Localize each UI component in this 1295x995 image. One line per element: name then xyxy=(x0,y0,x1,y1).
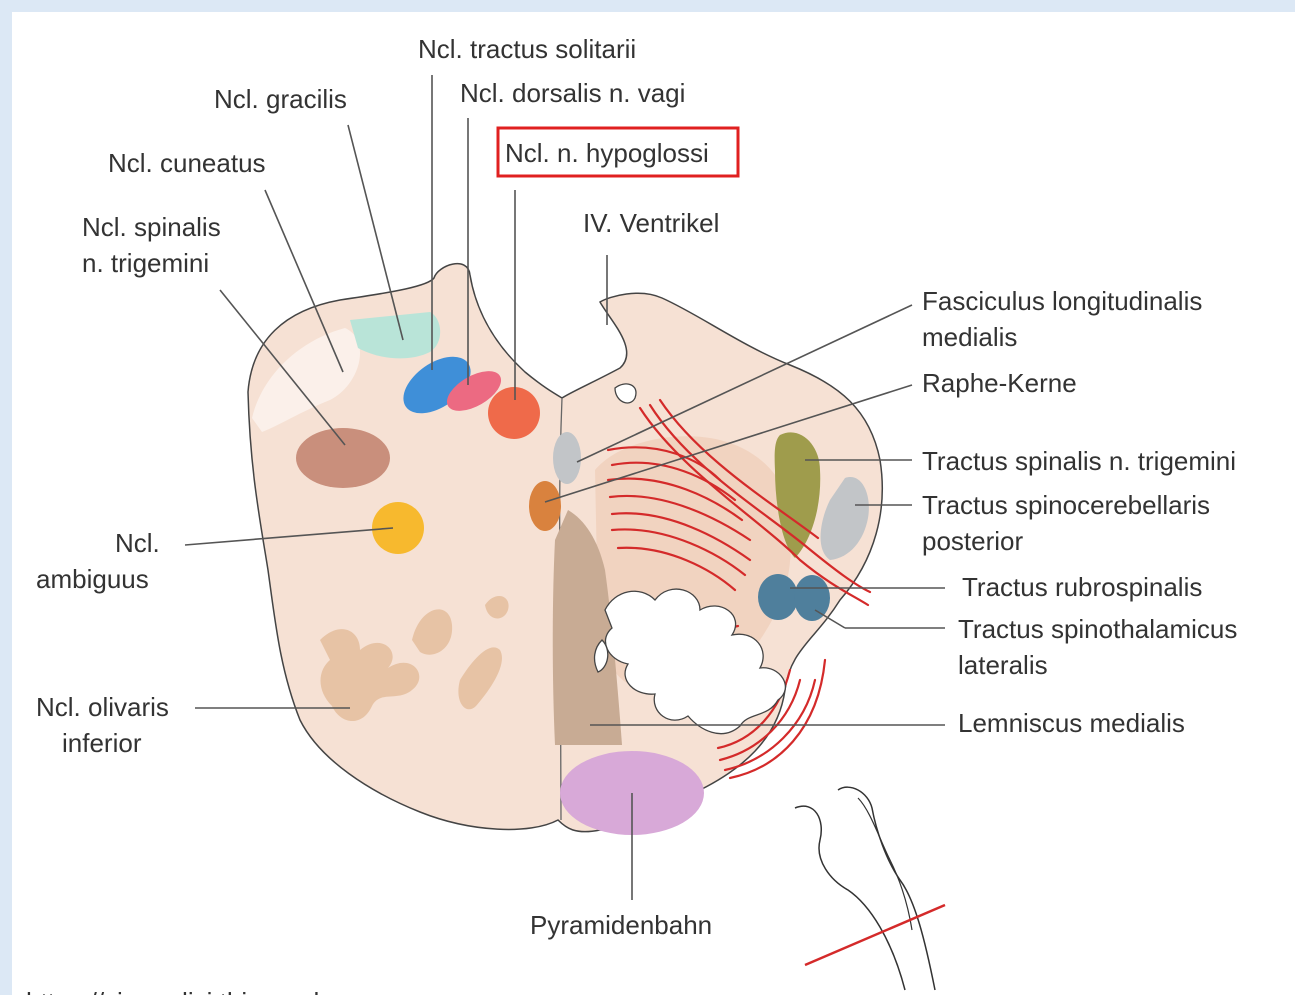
label-olivaris-line1: Ncl. olivaris xyxy=(36,692,169,722)
label-ncl-hypoglossi: Ncl. n. hypoglossi xyxy=(505,138,709,168)
label-pyramidenbahn: Pyramidenbahn xyxy=(530,910,712,940)
orientation-sketch xyxy=(795,787,945,990)
label-iv-ventrikel: IV. Ventrikel xyxy=(583,208,719,238)
label-spinocerebellaris-line2: posterior xyxy=(922,526,1023,556)
label-spinocerebellaris-line1: Tractus spinocerebellaris xyxy=(922,490,1210,520)
label-ncl-spinalis-trigemini-line1: Ncl. spinalis xyxy=(82,212,221,242)
label-ambiguus-line1: Ncl. xyxy=(115,528,160,558)
label-ncl-cuneatus: Ncl. cuneatus xyxy=(108,148,266,178)
label-ncl-spinalis-trigemini-line2: n. trigemini xyxy=(82,248,209,278)
tractus-rubrospinalis-shape xyxy=(758,574,798,620)
label-tractus-rubrospinalis: Tractus rubrospinalis xyxy=(962,572,1202,602)
medulla-cross-section-diagram: Ncl. tractus solitarii Ncl. gracilis Ncl… xyxy=(12,12,1295,995)
ncl-ambiguus-shape xyxy=(372,502,424,554)
label-olivaris-line2: inferior xyxy=(62,728,142,758)
label-spinothalamicus-line1: Tractus spinothalamicus xyxy=(958,614,1237,644)
label-raphe-kerne: Raphe-Kerne xyxy=(922,368,1077,398)
tractus-spinothalamicus-shape xyxy=(794,575,830,621)
fasciculus-longitudinalis-medialis-shape xyxy=(553,432,581,484)
label-spinothalamicus-line2: lateralis xyxy=(958,650,1048,680)
ncl-hypoglossi-shape xyxy=(488,387,540,439)
label-lemniscus-medialis: Lemniscus medialis xyxy=(958,708,1185,738)
figure-frame: Ncl. tractus solitarii Ncl. gracilis Ncl… xyxy=(12,12,1295,995)
label-tractus-spinalis-trigemini: Tractus spinalis n. trigemini xyxy=(922,446,1236,476)
source-url: https://viamedici.thieme.de xyxy=(26,987,334,995)
label-flm-line2: medialis xyxy=(922,322,1017,352)
label-ncl-dorsalis-vagi: Ncl. dorsalis n. vagi xyxy=(460,78,685,108)
label-ncl-gracilis: Ncl. gracilis xyxy=(214,84,347,114)
label-flm-line1: Fasciculus longitudinalis xyxy=(922,286,1202,316)
label-ncl-tractus-solitarii: Ncl. tractus solitarii xyxy=(418,34,636,64)
ncl-spinalis-trigemini-shape xyxy=(296,428,390,488)
label-ambiguus-line2: ambiguus xyxy=(36,564,149,594)
raphe-kerne-shape xyxy=(529,481,561,531)
